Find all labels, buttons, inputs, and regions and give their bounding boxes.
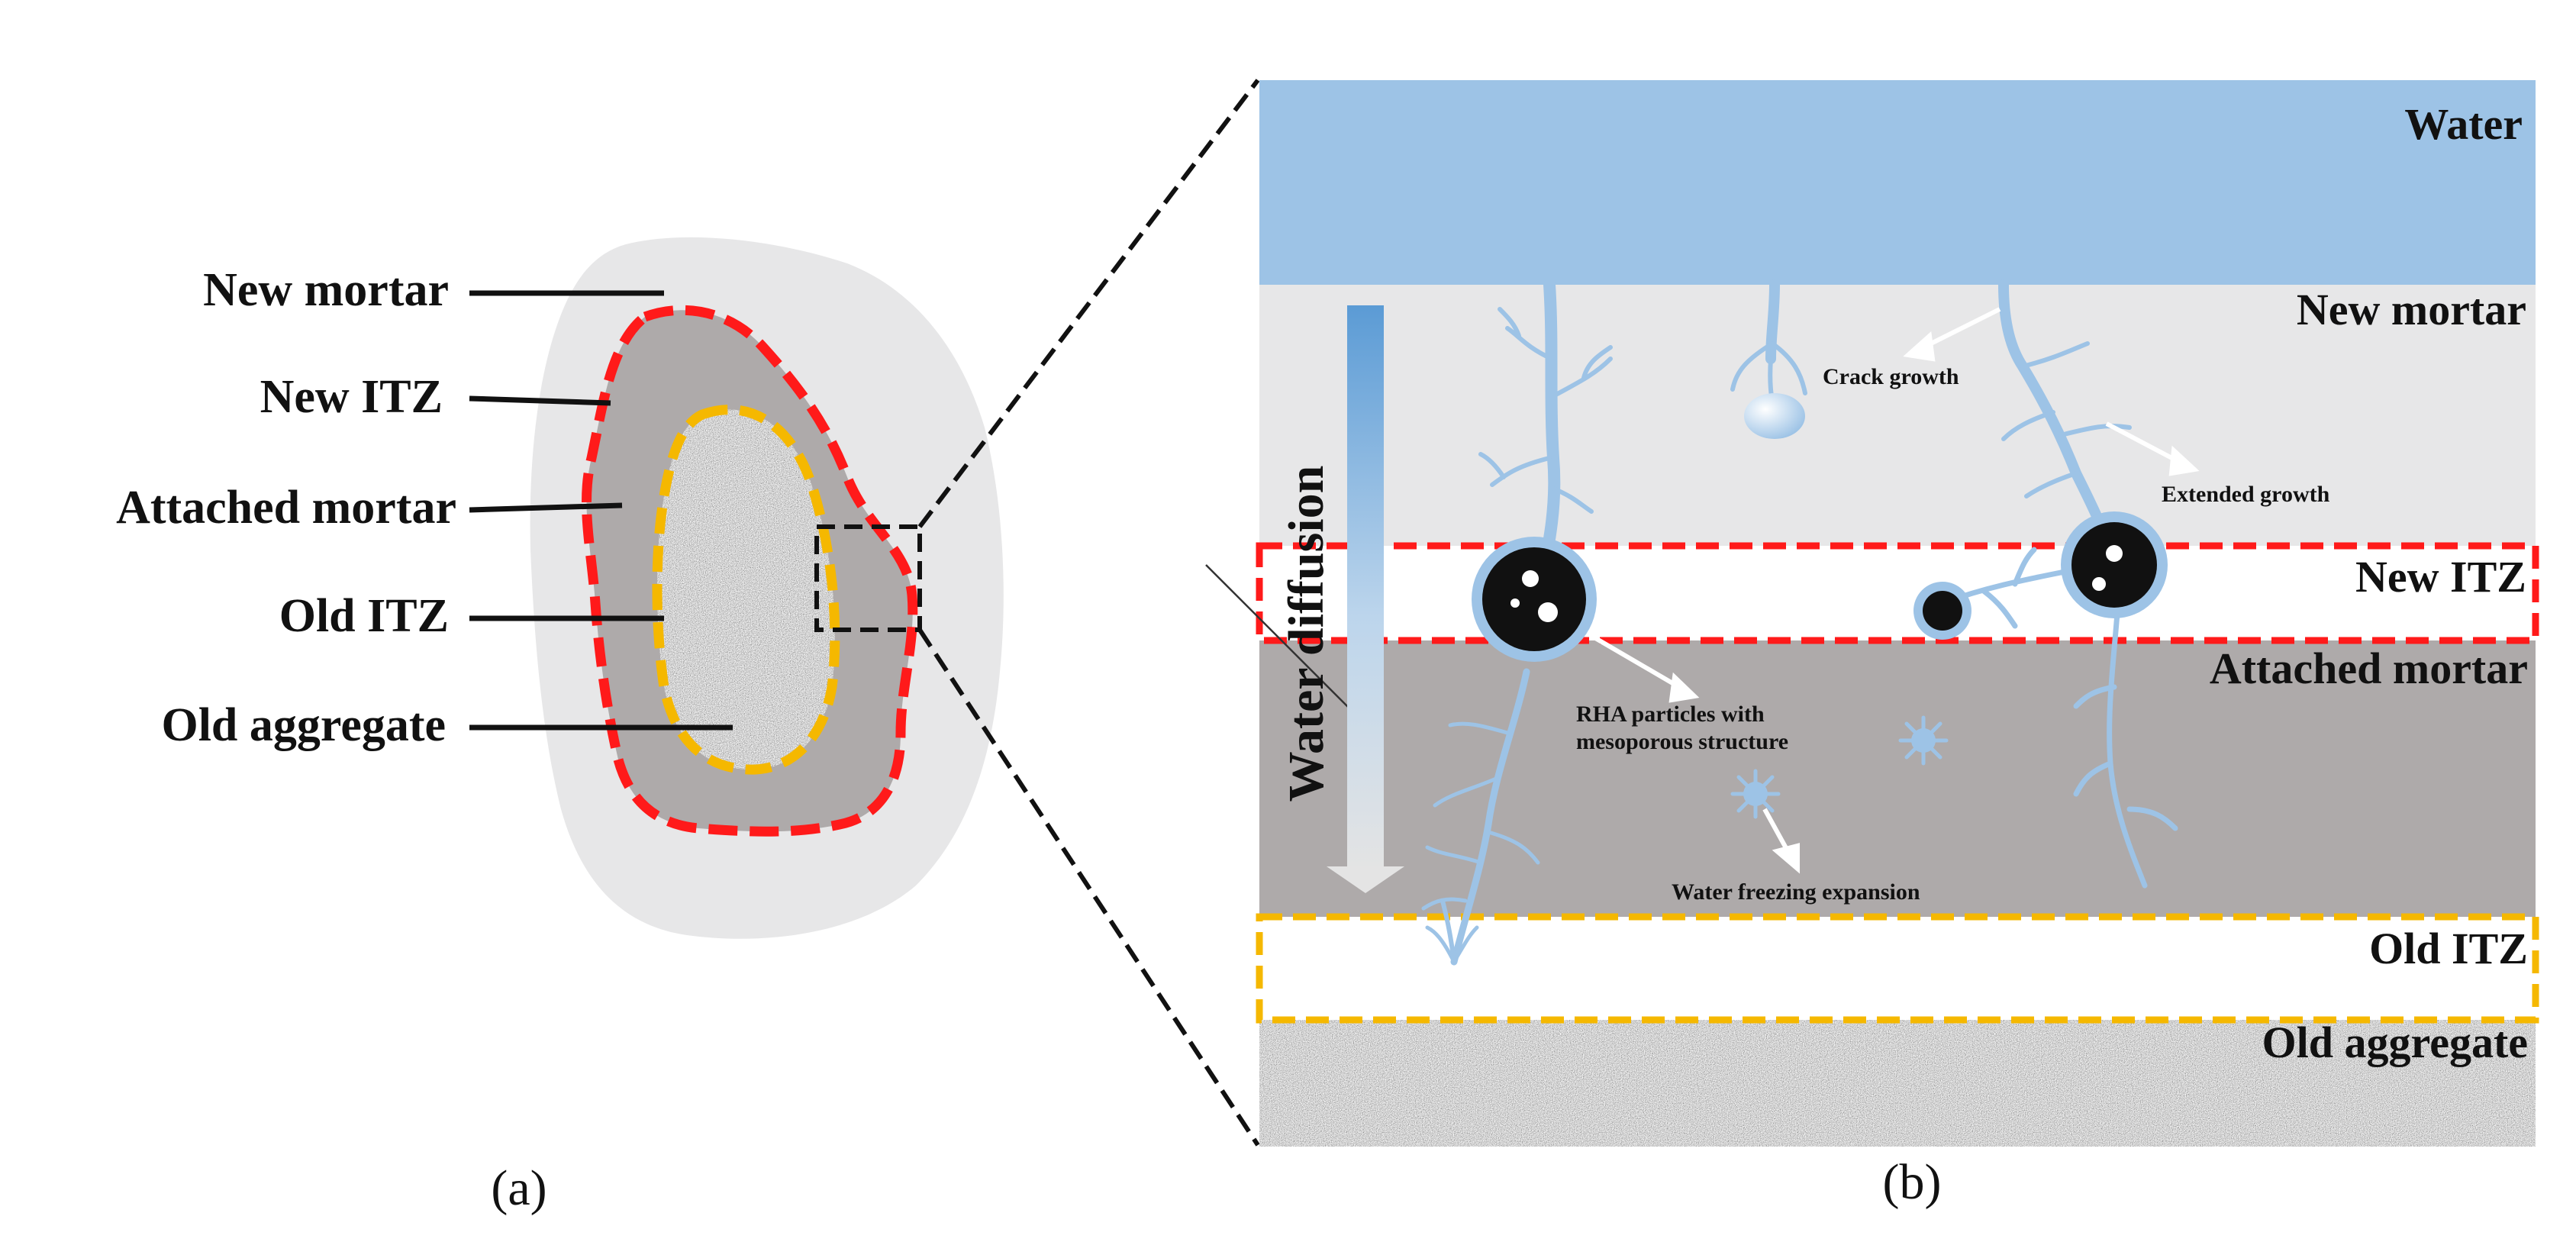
layer-label-new-mortar: New mortar bbox=[2297, 285, 2526, 334]
rha-particle-small bbox=[1913, 582, 1971, 640]
layer-old-aggregate bbox=[1259, 1020, 2536, 1147]
zoom-line-bottom bbox=[917, 628, 1260, 1147]
layer-attached-mortar bbox=[1259, 640, 2536, 917]
label-water-diffusion: Water diffusion bbox=[1278, 466, 1334, 802]
label-attached-mortar: Attached mortar bbox=[116, 482, 456, 534]
label-old-aggregate: Old aggregate bbox=[161, 699, 446, 751]
annotation-rha-line2: mesoporous structure bbox=[1576, 729, 1788, 754]
panel-b: Water diffusion Crack growth Extended gr… bbox=[1205, 80, 2539, 1210]
rha-particle-2 bbox=[2061, 511, 2168, 618]
leader-new-itz bbox=[469, 395, 611, 406]
water-diffusion-arrow bbox=[1327, 305, 1404, 893]
annotation-arrows bbox=[1586, 307, 2200, 874]
label-new-itz: New ITZ bbox=[260, 371, 443, 423]
layer-label-old-itz: Old ITZ bbox=[2369, 924, 2528, 973]
annotation-freezing: Water freezing expansion bbox=[1672, 879, 1920, 905]
layer-label-new-itz: New ITZ bbox=[2355, 552, 2526, 602]
annotation-crack-growth: Crack growth bbox=[1823, 364, 1959, 389]
label-new-mortar: New mortar bbox=[203, 264, 449, 316]
freeze-particle-1 bbox=[1911, 728, 1936, 753]
water-bubble bbox=[1744, 393, 1805, 439]
zoom-box bbox=[814, 524, 922, 632]
layer-new-itz bbox=[1259, 546, 2536, 640]
caption-a: (a) bbox=[491, 1160, 546, 1216]
panel-a: New mortar New ITZ Attached mortar Old I… bbox=[116, 237, 1004, 1216]
new-itz-boundary bbox=[1256, 542, 2539, 644]
leader-attached-mortar bbox=[469, 502, 623, 513]
rha-particle-1 bbox=[1472, 537, 1597, 662]
zoom-line-top bbox=[917, 79, 1260, 528]
layer-water bbox=[1259, 80, 2536, 285]
label-old-itz: Old ITZ bbox=[279, 590, 449, 642]
freeze-particle-2 bbox=[1743, 782, 1768, 806]
layer-label-attached-mortar: Attached mortar bbox=[2210, 644, 2528, 693]
layer-label-old-aggregate: Old aggregate bbox=[2262, 1018, 2528, 1067]
layer-label-water: Water bbox=[2404, 99, 2523, 149]
annotation-extended-growth: Extended growth bbox=[2162, 482, 2330, 507]
old-itz-boundary bbox=[652, 405, 840, 775]
old-itz-boundary-b bbox=[1256, 913, 2539, 1024]
layer-new-mortar bbox=[1259, 285, 2536, 546]
caption-b: (b) bbox=[1883, 1154, 1942, 1210]
annotation-rha-line1: RHA particles with bbox=[1576, 702, 1765, 727]
